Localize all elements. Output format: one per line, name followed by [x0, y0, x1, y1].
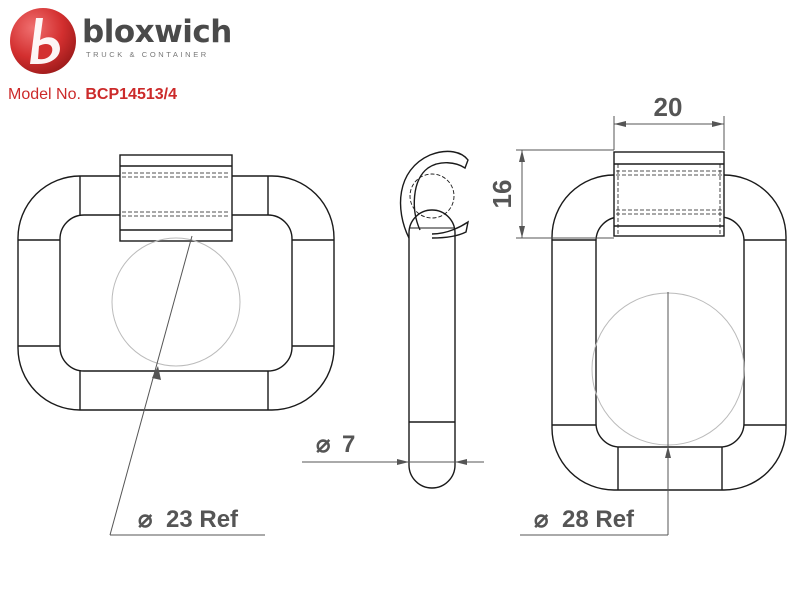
dim-ref-left-value: 23 Ref: [166, 506, 239, 533]
left-view-clip: [119, 154, 233, 242]
brand-name: bloxwich: [82, 14, 232, 50]
dim-ref-right-value: 28 Ref: [562, 506, 635, 533]
brand-tagline: TRUCK & CONTAINER: [86, 50, 209, 59]
dim-ref-right: ⌀ 28 Ref: [534, 506, 635, 533]
diameter-symbol: ⌀: [316, 431, 331, 458]
dim-height: 16: [487, 180, 517, 209]
model-label: Model No.: [8, 86, 81, 103]
dim-width: 20: [654, 92, 683, 122]
diameter-symbol: ⌀: [138, 506, 153, 533]
dim-ref-left: ⌀ 23 Ref: [138, 506, 239, 533]
bloxwich-logo: [10, 8, 76, 74]
model-number: Model No. BCP14513/4: [8, 86, 177, 104]
ref-circle-left: [111, 237, 241, 367]
dim-bar-diameter-value: 7: [342, 431, 355, 458]
right-view-clip: [613, 151, 725, 237]
dim-bar-diameter: ⌀ 7: [316, 431, 355, 458]
diameter-symbol: ⌀: [534, 506, 549, 533]
model-code: BCP14513/4: [85, 86, 177, 103]
side-view-profile: [399, 150, 470, 489]
